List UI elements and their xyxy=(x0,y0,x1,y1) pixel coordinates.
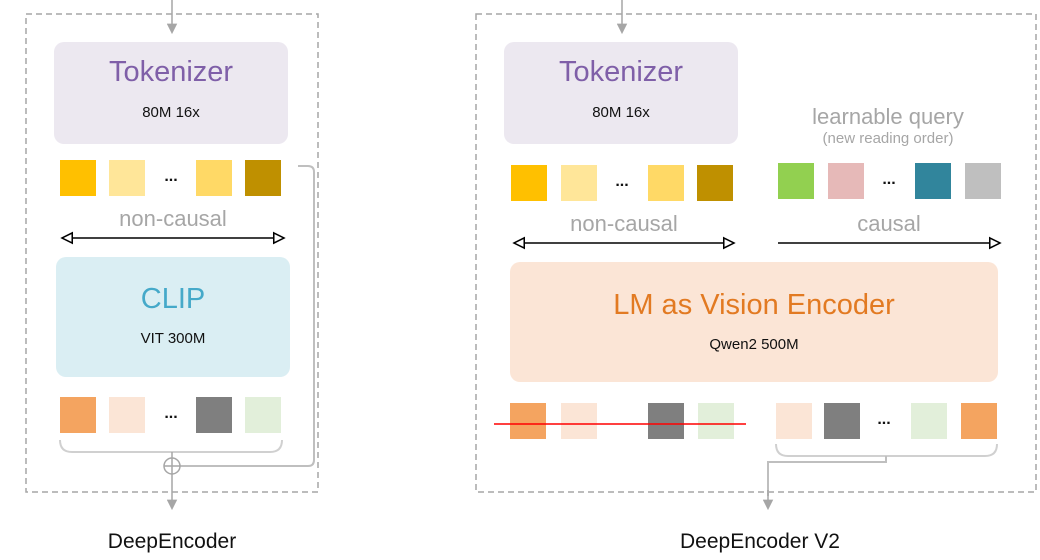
left-token-2 xyxy=(109,160,145,196)
left-output-ellipsis: ... xyxy=(164,405,178,422)
left-output-2 xyxy=(109,397,145,433)
query-output-1 xyxy=(776,403,812,439)
right-tokenizer-box xyxy=(504,42,738,144)
clip-title: CLIP xyxy=(140,283,206,315)
right-token-3 xyxy=(648,165,684,201)
right-token-2 xyxy=(561,165,597,201)
right-tokenizer-subtitle: 80M 16x xyxy=(592,104,650,121)
right-tokenizer-title: Tokenizer xyxy=(558,56,684,88)
lm-encoder-box xyxy=(510,262,998,382)
right-output-connector xyxy=(767,456,887,496)
left-noncausal-label: non-causal xyxy=(119,206,227,231)
clip-subtitle: VIT 300M xyxy=(140,330,206,347)
query-output-4 xyxy=(961,403,997,439)
lm-encoder-title: LM as Vision Encoder xyxy=(613,289,895,321)
left-token-4 xyxy=(245,160,281,196)
left-caption: DeepEncoder xyxy=(107,530,237,553)
lm-encoder-subtitle: Qwen2 500M xyxy=(709,336,799,353)
left-token-1 xyxy=(60,160,96,196)
query-token-2 xyxy=(828,163,864,199)
right-caption: DeepEncoder V2 xyxy=(680,530,840,553)
query-title: learnable query xyxy=(812,104,964,129)
query-ellipsis: ... xyxy=(882,171,896,188)
left-tokenizer-subtitle: 80M 16x xyxy=(142,104,200,121)
left-output-1 xyxy=(60,397,96,433)
causal-label: causal xyxy=(857,211,921,236)
right-output-3 xyxy=(648,403,684,439)
right-token-1 xyxy=(511,165,547,201)
query-subtitle: (new reading order) xyxy=(822,130,954,147)
left-token-3 xyxy=(196,160,232,196)
right-output-bracket xyxy=(775,443,998,457)
left-tokenizer-box xyxy=(54,42,288,144)
right-output-2 xyxy=(561,403,597,439)
clip-box xyxy=(56,257,290,377)
right-token-4 xyxy=(697,165,733,201)
right-dashed-frame xyxy=(475,13,1037,493)
left-output-bracket xyxy=(59,439,283,453)
right-output-1 xyxy=(510,403,546,439)
query-token-4 xyxy=(965,163,1001,199)
query-token-3 xyxy=(915,163,951,199)
query-output-ellipsis: ... xyxy=(877,411,891,428)
left-token-ellipsis: ... xyxy=(164,168,178,185)
query-output-3 xyxy=(911,403,947,439)
residual-connector xyxy=(180,165,315,467)
query-token-1 xyxy=(778,163,814,199)
right-noncausal-label: non-causal xyxy=(570,211,678,236)
left-tokenizer-title: Tokenizer xyxy=(108,56,234,88)
left-output-4 xyxy=(245,397,281,433)
right-token-ellipsis: ... xyxy=(615,173,629,190)
right-output-4 xyxy=(698,403,734,439)
left-output-3 xyxy=(196,397,232,433)
query-output-2 xyxy=(824,403,860,439)
